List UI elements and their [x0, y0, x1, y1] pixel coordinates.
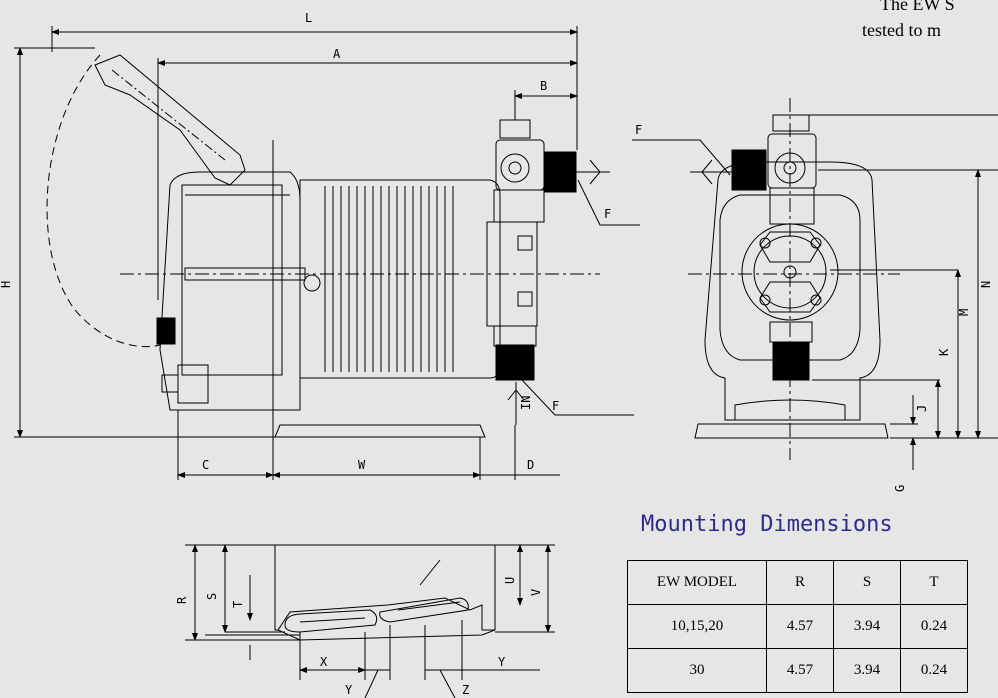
table-cell: 4.57 — [766, 604, 834, 649]
dim-label-N: N — [979, 281, 993, 288]
table-cell: 0.24 — [900, 604, 968, 649]
table-cell: 3.94 — [833, 604, 901, 649]
dim-label-Y-right: Y — [498, 655, 506, 669]
table-cell: 30 — [627, 648, 767, 693]
table-cell: 4.57 — [766, 648, 834, 693]
table-row: 30 4.57 3.94 0.24 — [627, 648, 968, 693]
table-cell: 0.24 — [900, 648, 968, 693]
dim-label-W: W — [358, 458, 366, 472]
base-view — [185, 544, 555, 698]
inlet-label: IN — [519, 396, 533, 410]
column-header: EW MODEL — [627, 560, 767, 605]
dim-label-L: L — [305, 11, 312, 25]
dim-label-S: S — [205, 593, 219, 600]
dim-label-J: J — [915, 405, 929, 412]
front-view — [688, 98, 998, 470]
dim-label-C: C — [202, 458, 209, 472]
dim-label-R: R — [175, 596, 189, 604]
column-header: T — [900, 560, 968, 605]
side-view — [14, 26, 731, 480]
table-cell: 3.94 — [833, 648, 901, 693]
dim-label-H: H — [0, 281, 13, 288]
fitting-label-suction: F — [552, 399, 559, 413]
fitting-label-front: F — [635, 123, 642, 137]
dim-label-B: B — [540, 79, 547, 93]
dim-label-M: M — [957, 309, 971, 316]
dim-label-Y-left: Y — [345, 683, 353, 697]
dim-label-U: U — [503, 577, 517, 584]
dim-label-V: V — [529, 589, 543, 596]
fitting-label-discharge: F — [604, 207, 611, 221]
dim-label-A: A — [333, 47, 341, 61]
dim-label-T: T — [231, 601, 245, 608]
dim-label-Z: Z — [462, 683, 469, 697]
dim-label-D: D — [527, 458, 534, 472]
column-header: S — [833, 560, 901, 605]
table-cell: 10,15,20 — [627, 604, 767, 649]
dim-label-K: K — [937, 348, 951, 356]
table-row: 10,15,20 4.57 3.94 0.24 — [627, 604, 968, 649]
table-header-row: EW MODEL R S T — [627, 560, 968, 605]
mounting-dimensions-table: EW MODEL R S T 10,15,20 4.57 3.94 0.24 3… — [627, 560, 968, 693]
intro-line-2: tested to m — [862, 20, 941, 40]
dim-label-X: X — [320, 655, 328, 669]
column-header: R — [766, 560, 834, 605]
dim-label-G: G — [893, 485, 907, 492]
mounting-dimensions-heading: Mounting Dimensions — [641, 512, 893, 537]
intro-line-1: The EW S — [880, 0, 955, 14]
